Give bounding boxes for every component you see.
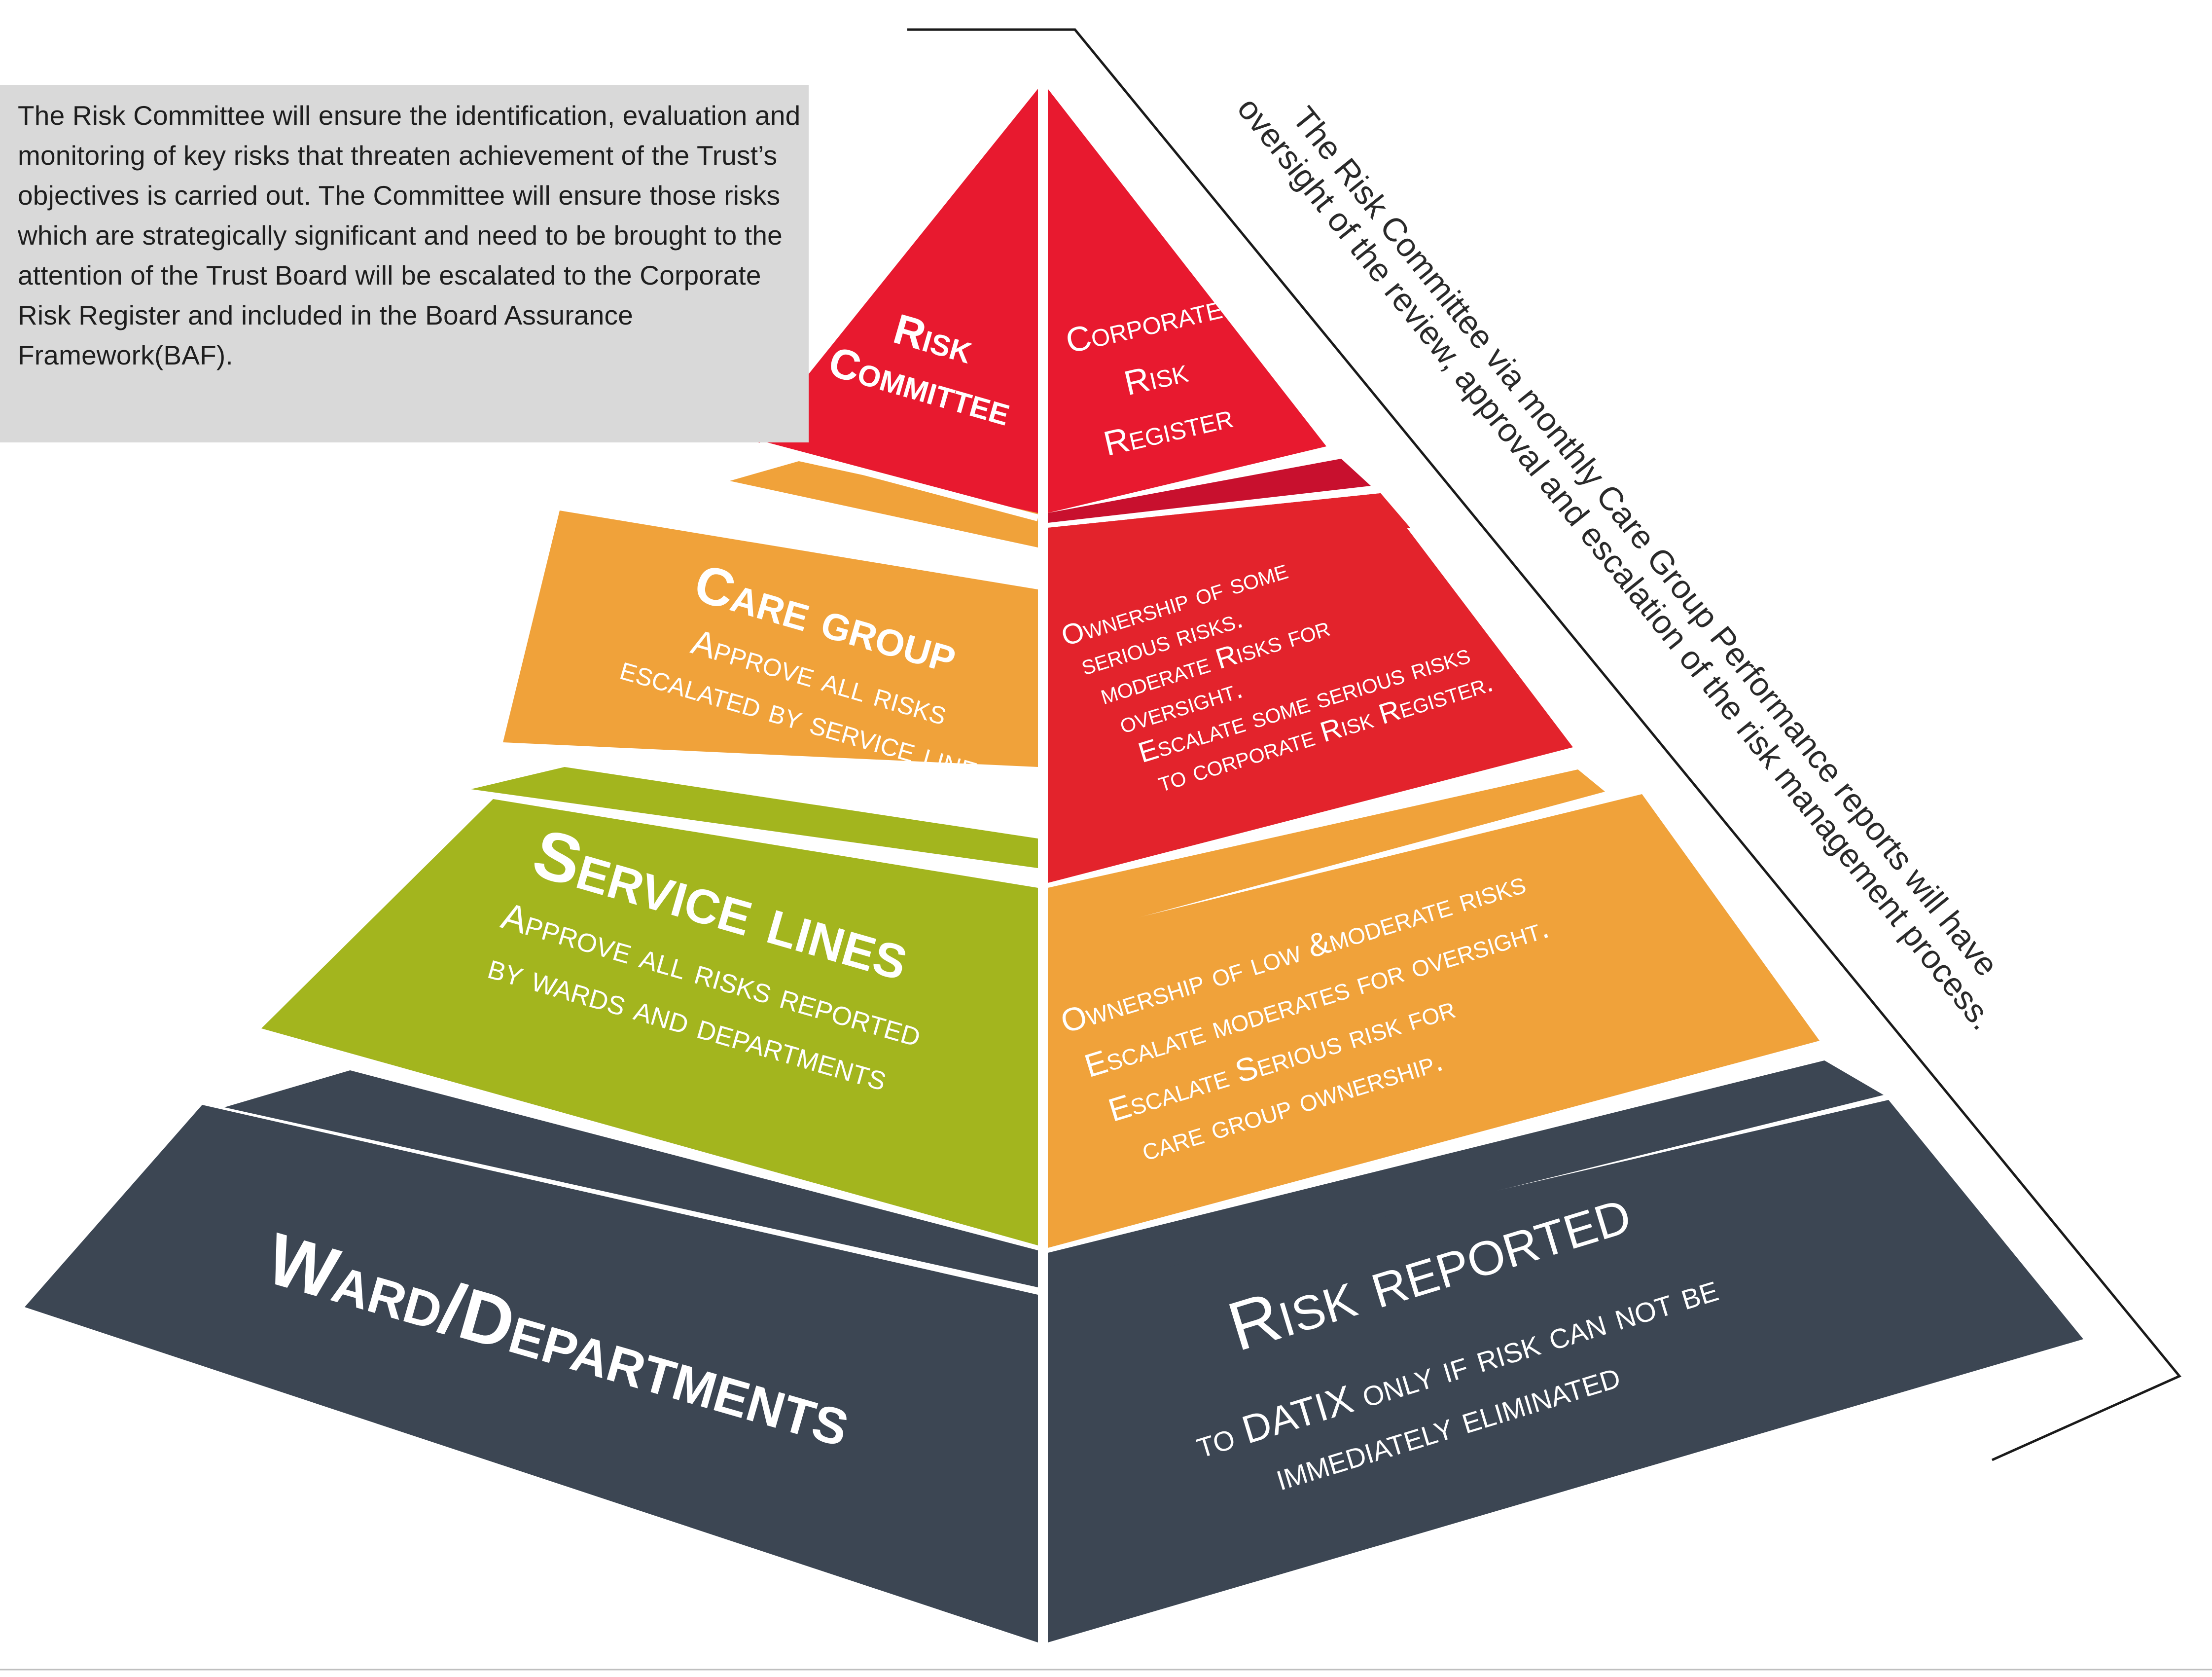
care-group-top-band — [730, 461, 1038, 547]
risk-committee-left-face — [754, 89, 1038, 515]
risk-committee-right-face — [1048, 89, 1326, 513]
oversight-bracket — [907, 28, 2182, 1461]
service-lines-left-face — [261, 799, 1038, 1245]
intro-text: The Risk Committee will ensure the ident… — [18, 100, 801, 370]
ward-left-face — [25, 1105, 1038, 1642]
intro-text-box: The Risk Committee will ensure the ident… — [0, 85, 809, 442]
separator-line — [758, 440, 1039, 521]
service-lines-top-band — [471, 767, 1038, 868]
service-lines-right-top-band — [1048, 769, 1605, 942]
care-group-right-face — [1048, 493, 1573, 883]
ward-right-face — [1048, 1100, 2083, 1642]
care-group-right-top-band — [1048, 459, 1371, 523]
service-lines-right-face — [1048, 794, 1820, 1248]
ward-right-top-band — [1048, 1060, 1884, 1302]
ward-top-band — [224, 1070, 1038, 1287]
care-group-left-face — [503, 510, 1038, 767]
care-group-right-label: Ownership of some serious risks. moderat… — [1058, 553, 1497, 798]
